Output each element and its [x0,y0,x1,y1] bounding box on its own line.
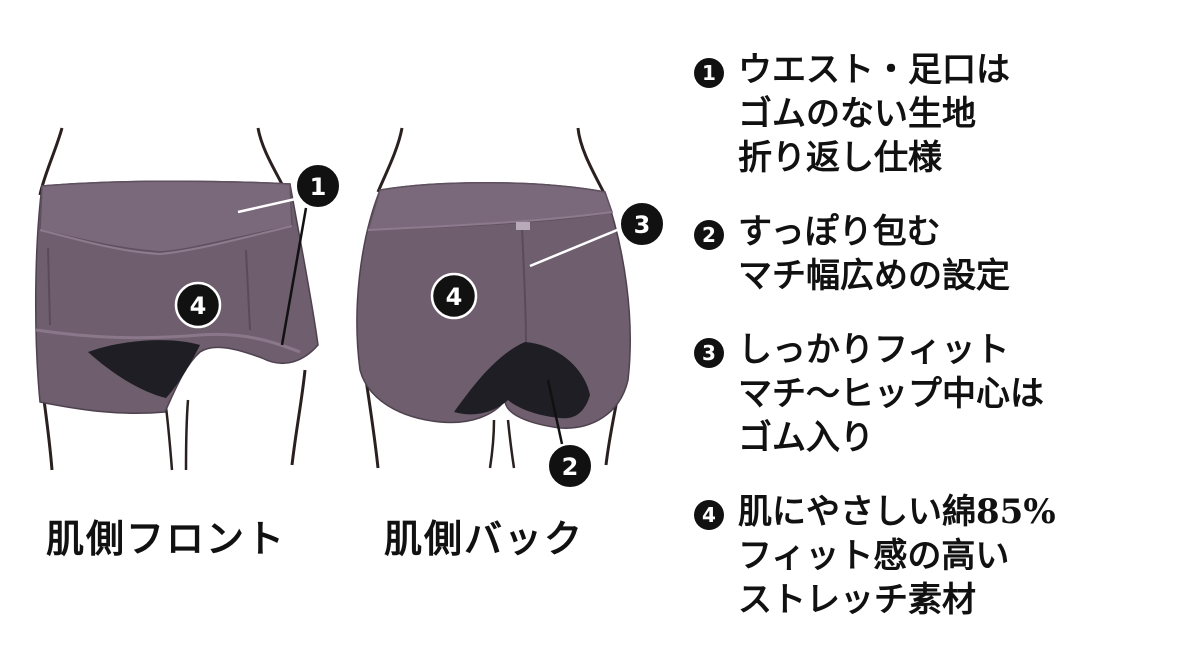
front-crotch-lining [88,340,200,398]
feature-line: フィット感の高い [738,536,1010,576]
feature-number-badge: 1 [694,58,724,88]
back-marker-2: 2 [547,443,593,489]
back-center-seam [521,227,527,346]
feature-list: 1 ウエスト・足口は ゴムのない生地 折り返し仕様 2 すっぽり包む マチ幅広め… [692,48,1192,652]
feature-line: 肌にやさしい綿85% [738,492,1056,532]
feature-number-badge: 2 [694,220,724,250]
back-view [356,127,631,469]
front-leader-1b [280,207,308,346]
feature-line: すっぽり包む [738,212,941,252]
back-marker-3-label: 3 [634,211,651,239]
front-marker-1: 1 [295,163,341,209]
front-legband [35,328,301,354]
feature-line: ゴムのない生地 [738,94,976,134]
back-waistband-seam [367,211,613,231]
back-marker-3: 3 [619,201,665,247]
back-leader-2 [546,379,564,445]
front-waistband [39,180,293,253]
front-side-seam-right [245,249,251,331]
feature-item-4: 4 肌にやさしい綿85% フィット感の高い ストレッチ素材 [692,490,1192,622]
feature-number-badge: 4 [694,500,724,530]
back-leader-3 [529,226,623,268]
front-side-seam-left [47,247,51,326]
back-marker-4: 4 [430,272,478,320]
front-leader-1a [237,196,301,214]
back-marker-4-label: 4 [446,283,463,311]
front-inner-leg-outline [163,399,190,471]
feature-line: ゴム入り [738,418,874,458]
feature-item-3: 3 しっかりフィット マチ～ヒップ中心は ゴム入り [692,328,1192,460]
feature-line: マチ幅広めの設定 [738,256,1010,296]
feature-line: 折り返し仕様 [738,138,942,178]
feature-line: マチ～ヒップ中心は [738,374,1044,414]
back-crotch-lining [454,342,590,419]
feature-line: しっかりフィット [738,330,1010,370]
feature-number-badge: 3 [694,338,724,368]
feature-item-1: 1 ウエスト・足口は ゴムのない生地 折り返し仕様 [692,48,1192,180]
back-label-tag [516,222,530,230]
front-marker-4-label: 4 [190,292,207,320]
back-inner-leg-outline [488,419,516,469]
feature-line: ストレッチ素材 [738,580,976,620]
back-view-caption: 肌側バック [384,516,585,561]
feature-item-2: 2 すっぽり包む マチ幅広めの設定 [692,210,1192,298]
front-marker-1-label: 1 [310,173,327,201]
back-marker-2-label: 2 [562,453,579,481]
front-waistband-seam [39,225,293,256]
front-marker-4: 4 [174,281,222,329]
feature-line: ウエスト・足口は [738,50,1010,90]
front-view-caption: 肌側フロント [46,516,287,561]
product-illustration: 1 4 4 3 2 [34,127,665,489]
